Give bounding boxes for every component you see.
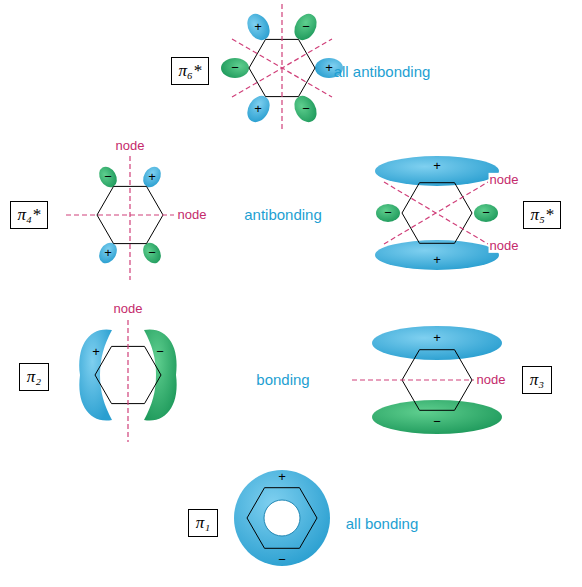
energy-description: bonding bbox=[256, 372, 309, 389]
orbital-name: π₅* bbox=[531, 205, 554, 225]
phase-sign: + bbox=[433, 159, 441, 173]
orbital-name-box: π₄* bbox=[10, 201, 49, 229]
energy-description: all antibonding bbox=[334, 64, 431, 81]
phase-sign: − bbox=[302, 20, 310, 34]
phase-sign: + bbox=[92, 345, 100, 359]
phase-sign: + bbox=[433, 253, 441, 267]
node-label: node bbox=[476, 373, 507, 387]
node-label: node bbox=[177, 208, 208, 222]
phase-sign: + bbox=[104, 246, 112, 260]
phase-sign: − bbox=[148, 246, 156, 260]
phase-sign: + bbox=[433, 331, 441, 345]
orbital-name-box: π₅* bbox=[523, 201, 562, 229]
phase-sign: − bbox=[482, 206, 490, 220]
pi5-orbital bbox=[375, 156, 499, 270]
node-label: node bbox=[489, 173, 520, 187]
phase-sign: + bbox=[278, 470, 286, 484]
orbital-name-box: π₂ bbox=[19, 363, 49, 391]
orbital-name: π₃ bbox=[530, 370, 544, 390]
phase-sign: − bbox=[278, 553, 286, 567]
orbital-name-box: π₃ bbox=[522, 366, 552, 394]
phase-sign: − bbox=[231, 61, 239, 75]
pi2-orbital bbox=[79, 320, 176, 442]
orbital-name: π₄* bbox=[18, 205, 41, 225]
pi6-orbital bbox=[221, 4, 343, 130]
orbital-name: π₁ bbox=[196, 513, 210, 533]
phase-sign: + bbox=[254, 102, 262, 116]
phase-sign: − bbox=[384, 206, 392, 220]
orbital-name: π₂ bbox=[27, 367, 41, 387]
pi4-orbital bbox=[66, 156, 174, 280]
energy-description: all bonding bbox=[346, 516, 419, 533]
node-label: node bbox=[115, 139, 146, 153]
orbital-name-box: π₆* bbox=[171, 57, 210, 85]
orbital-name-box: π₁ bbox=[188, 509, 218, 537]
phase-sign: + bbox=[254, 20, 262, 34]
phase-sign: + bbox=[148, 170, 156, 184]
phase-sign: − bbox=[433, 415, 441, 429]
energy-description: antibonding bbox=[244, 207, 322, 224]
phase-sign: − bbox=[156, 345, 164, 359]
node-label: node bbox=[113, 302, 144, 316]
phase-sign: − bbox=[104, 170, 112, 184]
phase-sign: − bbox=[302, 102, 310, 116]
pi1-orbital bbox=[234, 470, 330, 566]
node-label: node bbox=[489, 239, 520, 253]
phase-sign: + bbox=[325, 61, 333, 75]
orbital-name: π₆* bbox=[179, 61, 202, 81]
